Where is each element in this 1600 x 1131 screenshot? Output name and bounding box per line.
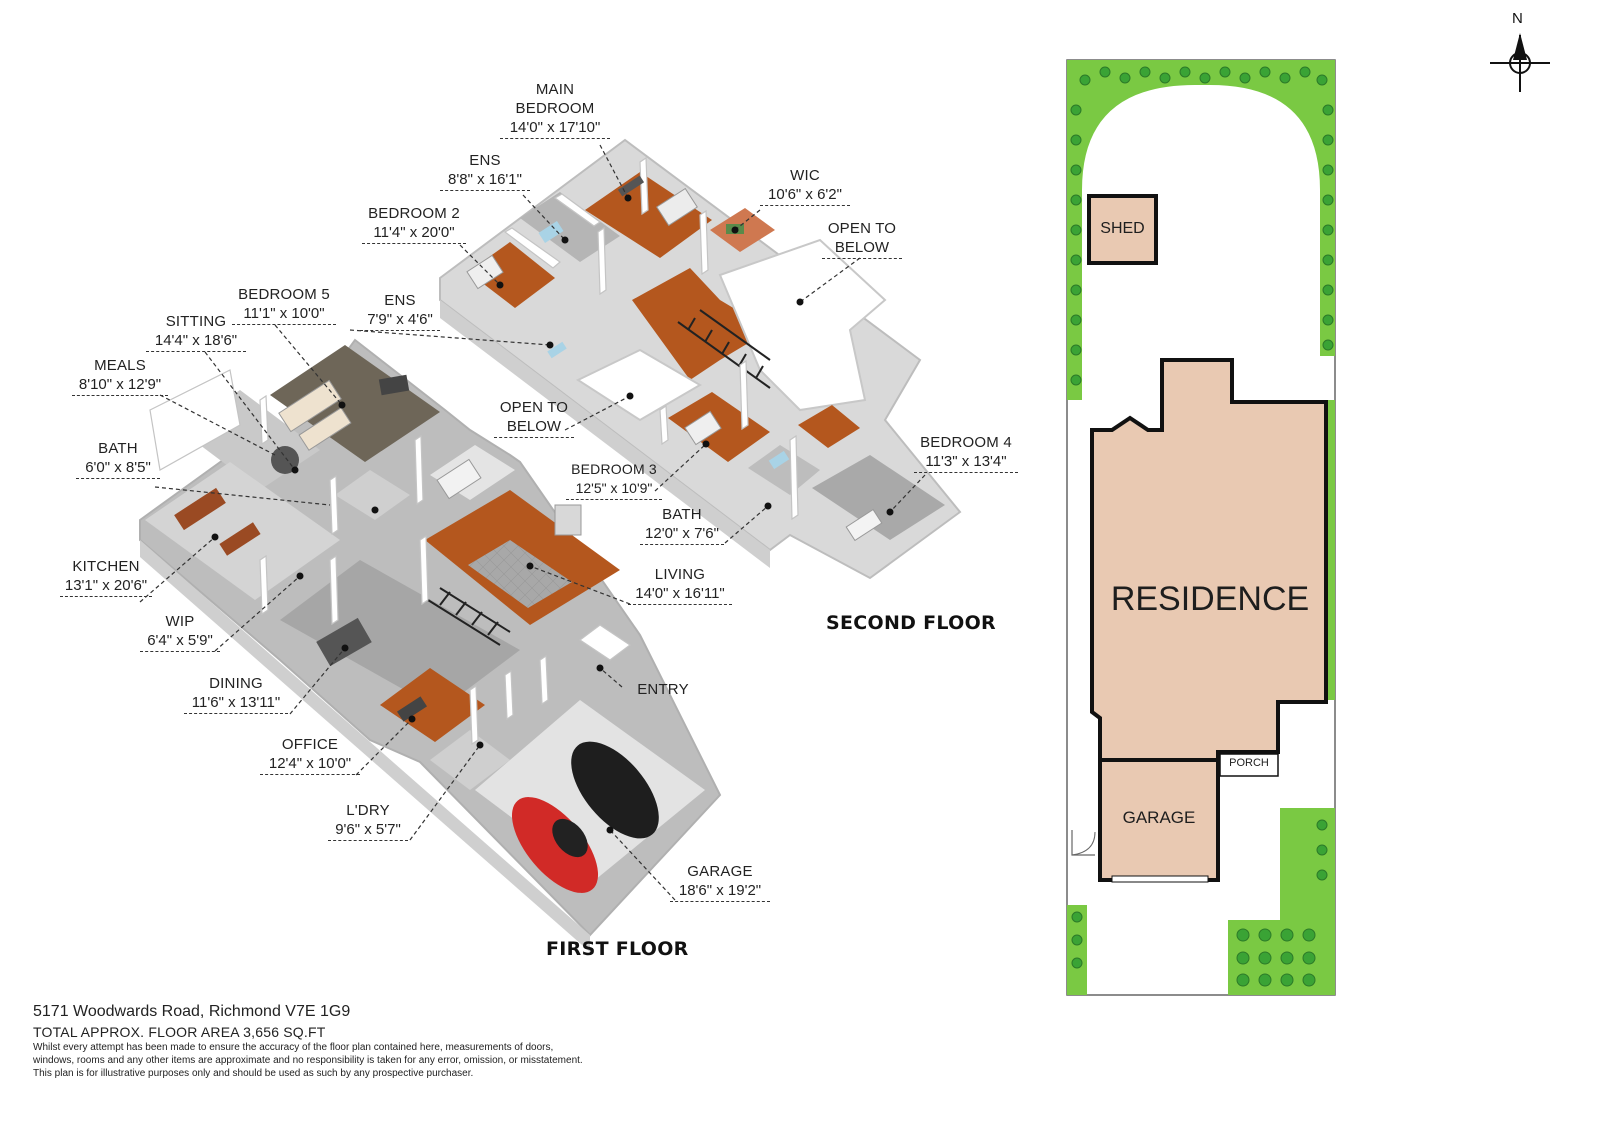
shrubs [1070, 66, 1334, 987]
ens-upper-floor [520, 192, 620, 262]
porch-box [1219, 753, 1279, 777]
second-floor-title: SECOND FLOOR [826, 612, 996, 634]
label-bath-second: BATH 12'0" x 7'6" [640, 505, 724, 545]
label-entry: ENTRY [637, 681, 689, 698]
lawn-bottom-right [1228, 808, 1335, 995]
label-laundry: L'DRY 9'6" x 5'7" [328, 801, 408, 841]
room-dots [211, 194, 894, 834]
label-sitting: SITTING 14'4" x 18'6" [146, 312, 246, 352]
address-text: 5171 Woodwards Road, Richmond V7E 1G9 [33, 1003, 351, 1020]
second-floor-plan [439, 138, 962, 580]
garage-cars [511, 741, 659, 893]
label-bedroom-3: BEDROOM 3 12'5" x 10'9" [566, 460, 662, 500]
label-ens-lower: ENS 7'9" x 4'6" [360, 291, 440, 331]
label-garage-room: GARAGE 18'6" x 19'2" [670, 862, 770, 902]
label-kitchen: KITCHEN 13'1" x 20'6" [60, 557, 152, 597]
garage-building [1098, 758, 1220, 882]
main-bedroom-floor [585, 172, 712, 258]
floor-area-text: TOTAL APPROX. FLOOR AREA 3,656 SQ.FT [33, 1024, 326, 1040]
shed-building [1087, 194, 1158, 265]
central-hall-floor [280, 560, 520, 710]
label-open-to-below-upper: OPEN TO BELOW [822, 219, 902, 259]
open-to-below-lower-void [575, 348, 702, 422]
label-office: OFFICE 12'4" x 10'0" [260, 735, 360, 775]
bedroom-4-floor [812, 455, 945, 540]
first-floor-plan [139, 338, 722, 952]
north-arrow-icon [1490, 33, 1550, 92]
site-shed-label: SHED [1100, 220, 1145, 237]
label-wic: WIC 10'6" x 6'2" [760, 166, 850, 206]
lawn-top [1067, 60, 1335, 400]
lower-staircase [427, 587, 511, 646]
label-main-bedroom: MAIN BEDROOM 14'0" x 17'10" [500, 80, 610, 139]
site-residence-label: RESIDENCE [1110, 580, 1310, 618]
disclaimer-line-3: This plan is for illustrative purposes o… [33, 1068, 474, 1079]
label-bedroom-2: BEDROOM 2 11'4" x 20'0" [362, 204, 466, 244]
upper-staircase [677, 309, 771, 389]
label-ens-upper: ENS 8'8" x 16'1" [440, 151, 530, 191]
label-meals: MEALS 8'10" x 12'9" [72, 356, 168, 396]
label-bedroom-5: BEDROOM 5 11'1" x 10'0" [232, 285, 336, 325]
label-bath-first: BATH 6'0" x 8'5" [76, 439, 160, 479]
label-wip: WIP 6'4" x 5'9" [140, 612, 220, 652]
first-floor-title: FIRST FLOOR [546, 938, 689, 960]
leader-lines [139, 144, 926, 901]
bath-second-floor [748, 445, 820, 495]
laundry-floor [430, 730, 510, 790]
north-label: N [1512, 10, 1523, 27]
site-porch-label: PORCH [1229, 757, 1269, 769]
upper-hall-floor [632, 268, 770, 380]
living-rug [468, 540, 572, 608]
office-floor [380, 668, 485, 742]
disclaimer-line-1: Whilst every attempt has been made to en… [33, 1042, 554, 1053]
label-bedroom-4: BEDROOM 4 11'3" x 13'4" [914, 433, 1018, 473]
label-dining: DINING 11'6" x 13'11" [184, 674, 288, 714]
site-garage-label: GARAGE [1122, 808, 1196, 827]
label-living: LIVING 14'0" x 16'11" [628, 565, 732, 605]
site-plan [1066, 59, 1336, 996]
sitting-floor [270, 345, 440, 462]
label-open-to-below-lower: OPEN TO BELOW [494, 398, 574, 438]
residence-building [1090, 358, 1328, 762]
disclaimer-line-2: windows, rooms and any other items are a… [33, 1055, 583, 1066]
bath-first-floor [335, 470, 410, 520]
